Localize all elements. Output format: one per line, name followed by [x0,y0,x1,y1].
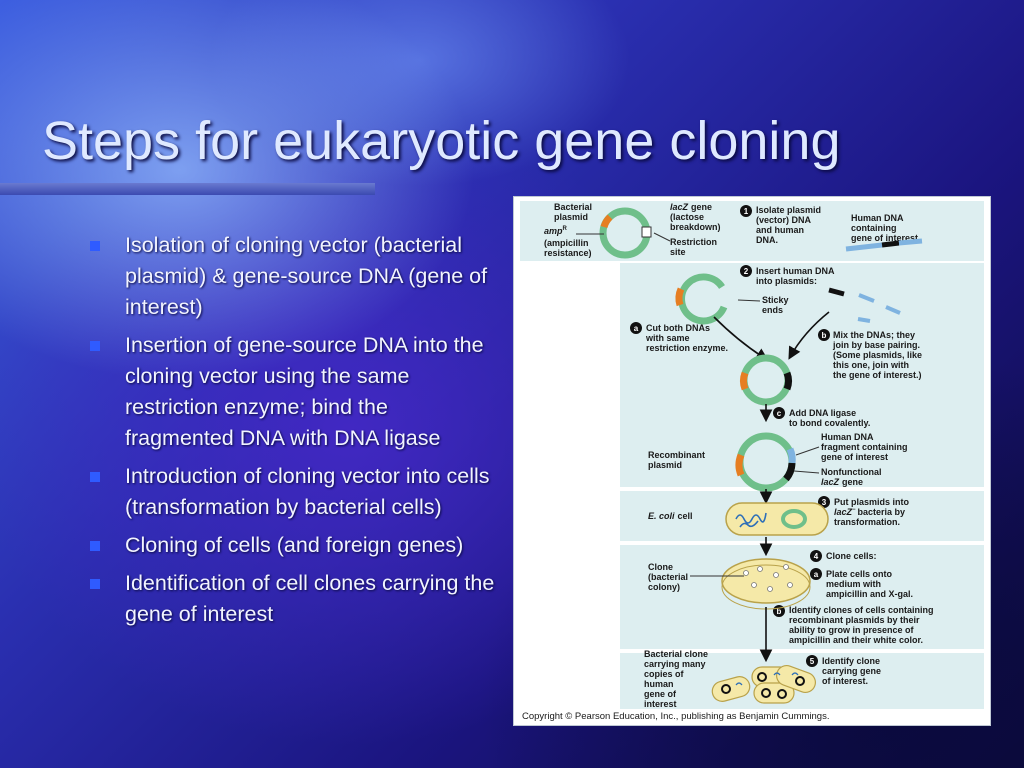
svg-text:3: 3 [822,498,827,507]
bullet-item: Cloning of cells (and foreign genes) [90,530,500,561]
svg-text:b: b [822,331,827,340]
bullet-marker-icon [90,341,100,351]
slide-title: Steps for eukaryotic gene cloning [42,110,840,172]
copyright-notice: Copyright © Pearson Education, Inc., pub… [522,711,829,722]
bullet-marker-icon [90,541,100,551]
bullet-item: Isolation of cloning vector (bacterial p… [90,230,500,323]
svg-text:Identify clones of cells conta: Identify clones of cells containingrecom… [789,605,934,645]
bullet-marker-icon [90,241,100,251]
svg-text:2: 2 [744,267,749,276]
ecoli-cell-icon [726,503,828,535]
bullet-item: Identification of cell clones carrying t… [90,568,500,630]
svg-text:4: 4 [814,552,819,561]
title-underline [0,183,375,195]
bullet-marker-icon [90,579,100,589]
bullet-marker-icon [90,472,100,482]
svg-text:a: a [814,570,819,579]
bullet-item: Introduction of cloning vector into cell… [90,461,500,523]
bullet-list: Isolation of cloning vector (bacterial p… [90,230,500,637]
bullet-item: Insertion of gene-source DNA into the cl… [90,330,500,454]
svg-text:a: a [634,324,639,333]
svg-text:5: 5 [810,657,815,666]
svg-text:1: 1 [744,207,749,216]
svg-text:Clone cells:: Clone cells: [826,551,877,561]
svg-text:c: c [777,409,782,418]
